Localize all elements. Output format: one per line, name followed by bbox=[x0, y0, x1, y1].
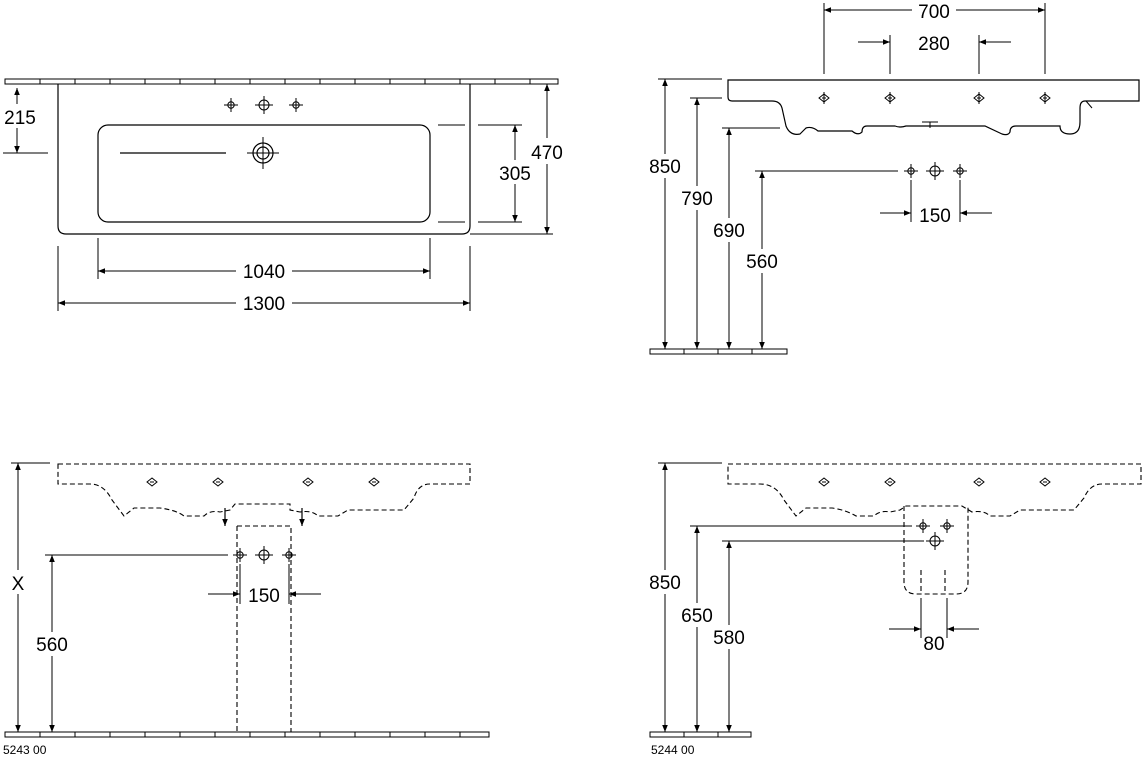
top-view: 215 305 470 1040 bbox=[0, 78, 566, 315]
dim-560-pedestal: 560 bbox=[33, 554, 228, 732]
dim-580: 580 bbox=[710, 540, 924, 732]
basin-dashed bbox=[57, 463, 471, 517]
dim-470-label: 470 bbox=[531, 143, 563, 164]
tap-positions-semi bbox=[818, 477, 1051, 487]
tap-positions bbox=[818, 92, 1051, 104]
pedestal-view: X 560 150 5243 00 bbox=[3, 462, 490, 757]
wall-top bbox=[4, 78, 559, 85]
dim-790: 790 bbox=[678, 97, 722, 349]
drain-icon bbox=[247, 137, 279, 169]
dim-150-pedestal-label: 150 bbox=[248, 586, 280, 607]
dim-150-side: 150 bbox=[880, 180, 992, 227]
dim-790-label: 790 bbox=[681, 189, 713, 210]
dim-150-pedestal: 150 bbox=[208, 564, 321, 607]
waste-semi-icons bbox=[915, 518, 955, 551]
model-code-semi: 5244 00 bbox=[651, 743, 695, 757]
pedestal-dashed bbox=[236, 525, 292, 732]
dim-215: 215 bbox=[0, 88, 48, 154]
dim-305-label: 305 bbox=[499, 164, 531, 185]
side-view: 700 280 850 790 690 bbox=[646, 0, 1140, 355]
dim-850-side: 850 bbox=[646, 78, 722, 349]
dim-850-semi: 850 bbox=[646, 462, 722, 732]
floor-semi bbox=[649, 731, 752, 738]
dim-305: 305 bbox=[438, 124, 534, 223]
dim-580-label: 580 bbox=[713, 628, 745, 649]
dim-650: 650 bbox=[678, 525, 912, 732]
dim-x-label: X bbox=[12, 574, 25, 595]
dim-1040: 1040 bbox=[97, 238, 431, 283]
waste-pedestal-icons bbox=[232, 545, 297, 565]
dim-470: 470 bbox=[470, 84, 566, 235]
dim-560-pedestal-label: 560 bbox=[36, 635, 68, 656]
floor-pedestal bbox=[4, 731, 490, 738]
semi-pedestal-dashed bbox=[903, 506, 969, 595]
dim-80-label: 80 bbox=[923, 634, 944, 655]
bowl-outline bbox=[97, 124, 431, 223]
tap-positions-pedestal bbox=[146, 477, 380, 487]
basin-dashed-semi bbox=[727, 463, 1142, 517]
basin-profile bbox=[727, 79, 1140, 136]
dim-80: 80 bbox=[889, 598, 979, 655]
dim-690-label: 690 bbox=[713, 221, 745, 242]
tap-holes bbox=[223, 95, 304, 115]
model-code-pedestal: 5243 00 bbox=[3, 743, 47, 757]
dim-850-semi-label: 850 bbox=[649, 573, 681, 594]
semi-pedestal-view: 850 650 580 80 5244 00 bbox=[646, 462, 1142, 757]
dim-560-side: 560 bbox=[743, 170, 898, 349]
dim-280-label: 280 bbox=[918, 34, 950, 55]
floor-side bbox=[649, 348, 788, 355]
dim-700-label: 700 bbox=[918, 2, 950, 23]
dim-1300: 1300 bbox=[57, 246, 471, 315]
dim-1300-label: 1300 bbox=[243, 294, 285, 315]
dim-560-side-label: 560 bbox=[746, 252, 778, 273]
dim-x: X bbox=[6, 462, 50, 732]
dim-215-label: 215 bbox=[4, 108, 36, 129]
dim-150-side-label: 150 bbox=[919, 206, 951, 227]
dim-850-side-label: 850 bbox=[649, 157, 681, 178]
waste-connection-icons bbox=[903, 161, 968, 181]
dim-650-label: 650 bbox=[681, 606, 713, 627]
dim-690: 690 bbox=[710, 127, 780, 349]
dim-280: 280 bbox=[858, 34, 1011, 74]
dim-700: 700 bbox=[823, 0, 1046, 74]
dim-1040-label: 1040 bbox=[243, 262, 285, 283]
basin-outline bbox=[57, 84, 471, 235]
